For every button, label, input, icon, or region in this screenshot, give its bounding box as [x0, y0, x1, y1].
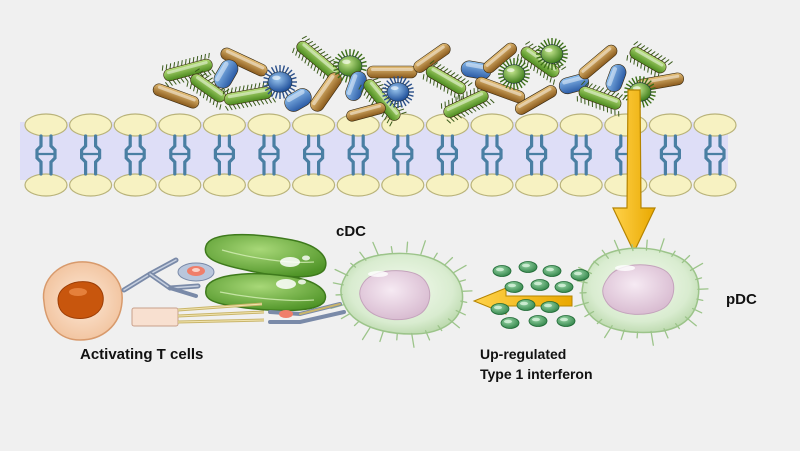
membrane-head-bottom — [292, 173, 336, 197]
rod-bacterium-icon — [366, 65, 418, 79]
membrane-channel-icon — [169, 134, 191, 176]
membrane-channel-icon — [659, 134, 681, 176]
interferon-label-line-1: Up-regulated — [480, 346, 567, 362]
membrane-head-bottom — [158, 173, 202, 197]
rod-bacterium-icon — [345, 71, 367, 101]
membrane-channel-icon — [303, 134, 325, 176]
antigen-presentation-icon — [268, 302, 346, 324]
membrane-heads — [24, 113, 737, 197]
membrane-head-bottom — [648, 173, 693, 197]
bacteria-cluster-icon — [152, 35, 685, 127]
membrane-head-top — [470, 113, 514, 137]
membrane-channel-icon — [436, 134, 458, 176]
rod-bacterium-icon — [222, 80, 276, 111]
rod-bacterium-icon — [578, 44, 618, 80]
antibody-icon — [121, 257, 201, 298]
membrane-head-bottom — [381, 173, 425, 197]
membrane-head-bottom — [470, 173, 514, 197]
membrane-channel-icon — [35, 134, 57, 176]
rod-bacterium-icon — [605, 64, 627, 92]
membrane-channel-icon — [481, 134, 503, 176]
pdc-cell-icon — [574, 238, 709, 346]
membrane-head-bottom — [514, 173, 559, 197]
pdc-label: pDC — [726, 291, 757, 308]
membrane-channel-icon — [80, 134, 102, 176]
chloroplast-organelles-icon — [204, 233, 327, 312]
membrane-channel-icon — [258, 134, 280, 176]
membrane-head-top — [113, 113, 157, 137]
membrane-head-bottom — [113, 173, 157, 197]
rod-bacterium-icon — [292, 35, 347, 87]
membrane-head-top — [158, 113, 202, 137]
membrane-head-bottom — [559, 173, 603, 197]
rod-bacterium-icon — [220, 47, 268, 77]
interferon-label: Up-regulated Type 1 interferon — [480, 344, 593, 384]
membrane-channel-icon — [347, 134, 369, 176]
spiky-bacterium-icon — [498, 58, 530, 90]
membrane-head-top — [68, 113, 113, 137]
membrane-head-bottom — [693, 173, 737, 197]
interferon-particles-icon — [490, 261, 590, 329]
rod-bacterium-icon — [576, 80, 627, 117]
spiky-bacterium-icon — [263, 65, 297, 99]
t-cell-receptor-icon — [131, 302, 265, 327]
rod-bacterium-icon — [413, 43, 451, 73]
rod-bacterium-icon — [474, 76, 526, 104]
membrane-head-top — [24, 113, 68, 137]
rod-bacterium-icon — [346, 102, 386, 122]
membrane-head-top — [247, 113, 291, 137]
rod-bacterium-icon — [284, 88, 312, 112]
membrane-head-top — [292, 113, 336, 137]
rod-bacterium-icon — [152, 83, 200, 109]
membrane-head-bottom — [336, 173, 380, 197]
membrane-head-top — [648, 113, 693, 137]
membrane-head-top — [202, 113, 246, 137]
spiky-bacterium-icon — [536, 38, 568, 70]
membrane-channel-icon — [704, 134, 726, 176]
membrane-head-bottom — [202, 173, 246, 197]
cdc-cell-icon — [330, 240, 473, 348]
membrane-channel-icon — [526, 134, 548, 176]
membrane-channel-icon — [213, 134, 235, 176]
interferon-label-line-2: Type 1 interferon — [480, 366, 593, 382]
membrane-head-top — [514, 113, 559, 137]
rod-bacterium-icon — [482, 42, 518, 74]
membrane-head-bottom — [425, 173, 469, 197]
membrane-channel-icon — [392, 134, 414, 176]
membrane-head-bottom — [247, 173, 291, 197]
rod-bacterium-icon — [626, 41, 673, 81]
membrane-head-top — [693, 113, 737, 137]
membrane-channel-icon — [124, 134, 146, 176]
rod-bacterium-icon — [213, 59, 239, 89]
membrane-head-top — [559, 113, 603, 137]
t-cells-label: Activating T cells — [80, 346, 204, 363]
rod-bacterium-icon — [422, 60, 473, 102]
rod-bacterium-icon — [161, 52, 216, 87]
membrane-head-bottom — [68, 173, 113, 197]
rod-bacterium-icon — [514, 85, 558, 115]
t-cell-icon — [42, 261, 123, 341]
rod-bacterium-icon — [440, 83, 495, 124]
thick-yellow-down-arrow-icon — [612, 89, 656, 254]
membrane-head-top — [381, 113, 425, 137]
membrane-head-bottom — [24, 173, 68, 197]
membrane-channel-icon — [570, 134, 592, 176]
cdc-label: cDC — [336, 223, 367, 240]
rod-bacterium-icon — [186, 68, 233, 110]
spiky-bacterium-icon — [382, 76, 414, 108]
antigen-icon — [177, 262, 215, 282]
